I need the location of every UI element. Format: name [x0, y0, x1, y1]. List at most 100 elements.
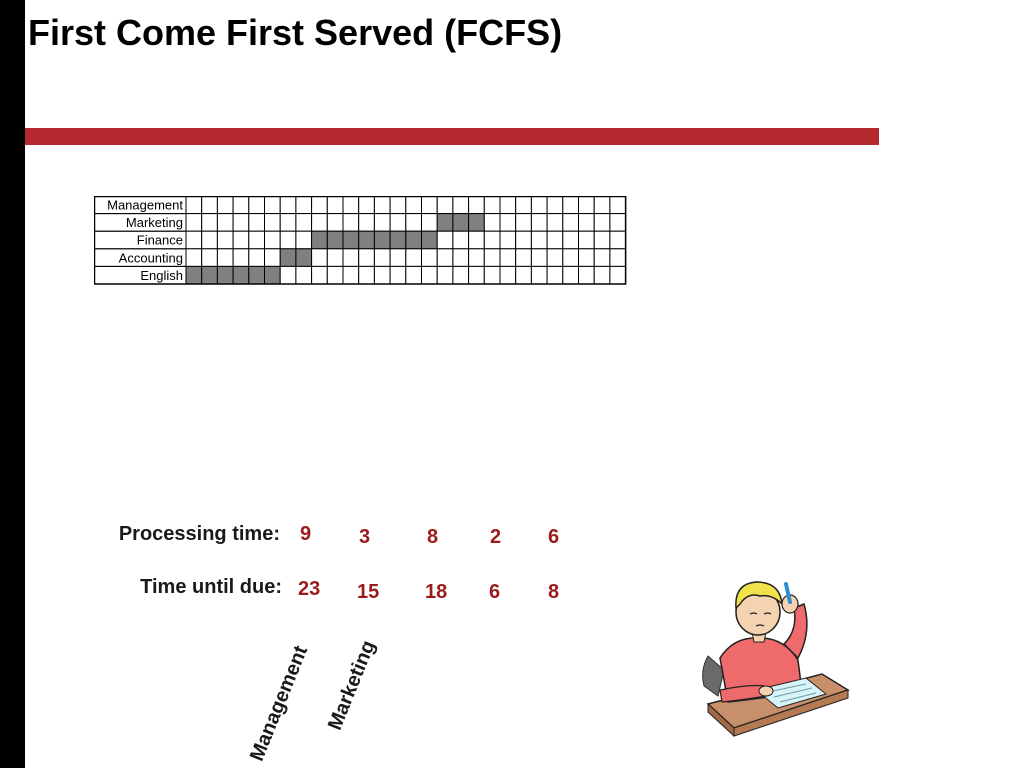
- gantt-cell: [342, 265, 360, 285]
- gantt-cell: [499, 213, 517, 232]
- gantt-cell: [483, 195, 501, 215]
- gantt-cell: [311, 248, 328, 267]
- gantt-cell: [546, 248, 564, 267]
- gantt-cell-filled: [452, 213, 470, 232]
- gantt-cell: [405, 195, 422, 215]
- gantt-cell: [421, 213, 438, 232]
- sequence-label-management: Management: [246, 642, 313, 765]
- gantt-cell: [326, 195, 344, 215]
- gantt-cell: [232, 195, 250, 215]
- gantt-cell: [185, 195, 203, 215]
- processing-value: 6: [548, 526, 560, 548]
- gantt-cell: [326, 248, 344, 267]
- gantt-cell: [483, 213, 501, 232]
- gantt-cell-filled: [201, 265, 218, 285]
- gantt-cell: [358, 265, 375, 285]
- gantt-cell: [530, 265, 548, 285]
- gantt-cell-filled: [311, 230, 328, 250]
- gantt-cell: [515, 265, 532, 285]
- gantt-cell: [593, 248, 611, 267]
- gantt-cell: [546, 213, 564, 232]
- gantt-cell: [562, 213, 579, 232]
- gantt-row-label: Finance: [137, 233, 183, 248]
- gantt-cell: [295, 265, 313, 285]
- gantt-cell-filled: [436, 213, 454, 232]
- gantt-cell: [389, 248, 407, 267]
- gantt-cell: [562, 265, 579, 285]
- student-thinking-illustration: [694, 574, 854, 749]
- gantt-row-label: Marketing: [126, 215, 183, 230]
- gantt-cell: [562, 248, 579, 267]
- gantt-cell: [421, 195, 438, 215]
- gantt-cell: [593, 213, 611, 232]
- time-until-due-label: Time until due:: [140, 576, 282, 598]
- gantt-cell: [248, 248, 266, 267]
- gantt-cell-filled: [248, 265, 266, 285]
- gantt-row-label: English: [140, 268, 183, 283]
- gantt-cell: [578, 248, 595, 267]
- gantt-cell: [483, 230, 501, 250]
- gantt-cell: [530, 213, 548, 232]
- slide-title: First Come First Served (FCFS): [28, 12, 563, 53]
- gantt-cell: [468, 195, 485, 215]
- gantt-cell: [342, 195, 360, 215]
- gantt-cell: [483, 248, 501, 267]
- gantt-cell: [201, 195, 218, 215]
- gantt-cell-filled: [342, 230, 360, 250]
- gantt-cell-filled: [216, 265, 234, 285]
- gantt-cell: [436, 248, 454, 267]
- gantt-cell: [373, 248, 391, 267]
- gantt-cell: [216, 230, 234, 250]
- gantt-cell: [499, 265, 517, 285]
- gantt-cell: [279, 265, 297, 285]
- processing-value: 3: [359, 526, 371, 548]
- gantt-cell: [405, 248, 422, 267]
- gantt-cell: [232, 248, 250, 267]
- gantt-cell: [201, 213, 218, 232]
- gantt-cell: [389, 195, 407, 215]
- gantt-cell-filled: [468, 213, 485, 232]
- gantt-cell: [499, 248, 517, 267]
- due-value: 18: [425, 581, 448, 603]
- gantt-cell: [373, 195, 391, 215]
- gantt-cell: [578, 230, 595, 250]
- gantt-cell: [358, 213, 375, 232]
- gantt-cell: [609, 265, 627, 285]
- gantt-cell: [201, 230, 218, 250]
- gantt-cell: [326, 265, 344, 285]
- processing-time-label: Processing time:: [118, 523, 280, 545]
- gantt-cell: [185, 213, 203, 232]
- gantt-cell: [295, 195, 313, 215]
- gantt-cell: [436, 265, 454, 285]
- gantt-cell-filled: [421, 230, 438, 250]
- gantt-cell-filled: [373, 230, 391, 250]
- gantt-cell: [185, 230, 203, 250]
- gantt-cell: [452, 230, 470, 250]
- gantt-cell: [452, 248, 470, 267]
- gantt-cell: [279, 213, 297, 232]
- gantt-cell: [499, 195, 517, 215]
- gantt-cell: [405, 265, 422, 285]
- gantt-cell: [593, 265, 611, 285]
- gantt-cell: [216, 248, 234, 267]
- gantt-cell: [609, 213, 627, 232]
- gantt-cell: [562, 230, 579, 250]
- gantt-cell: [264, 213, 281, 232]
- gantt-cell: [546, 230, 564, 250]
- gantt-cell: [295, 213, 313, 232]
- gantt-cell: [562, 195, 579, 215]
- gantt-cell: [232, 230, 250, 250]
- gantt-cell: [201, 248, 218, 267]
- gantt-cell: [468, 248, 485, 267]
- gantt-cell-filled: [326, 230, 344, 250]
- due-value: 8: [548, 581, 560, 603]
- gantt-cell: [295, 230, 313, 250]
- gantt-cell: [609, 248, 627, 267]
- gantt-grid: ManagementMarketingFinanceAccountingEngl…: [93, 195, 627, 285]
- gantt-border: [93, 195, 627, 285]
- gantt-cell-filled: [358, 230, 375, 250]
- gantt-cell: [421, 248, 438, 267]
- gantt-cell: [248, 195, 266, 215]
- gantt-cell: [515, 230, 532, 250]
